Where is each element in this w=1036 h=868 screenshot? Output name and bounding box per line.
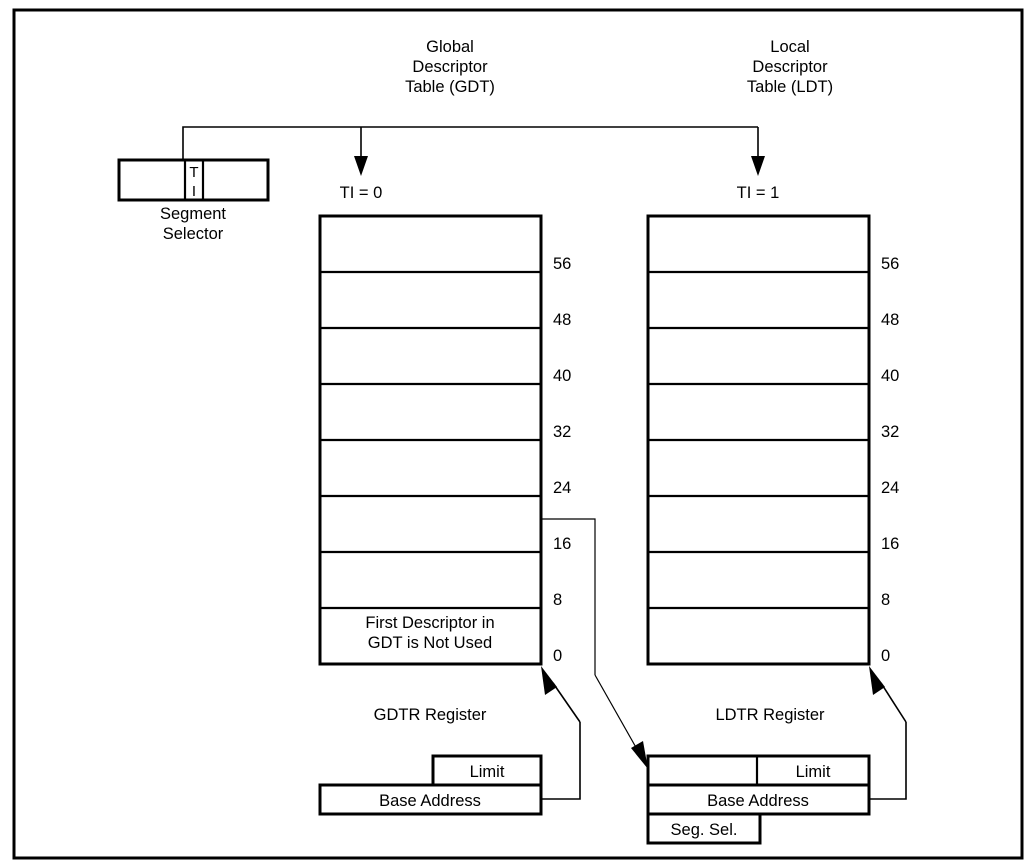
segment-selector-caption-line-2: Selector bbox=[163, 225, 224, 243]
gdt-entry-to-ldtr-connector bbox=[541, 518, 648, 769]
gdtr-base-box[interactable] bbox=[318, 783, 543, 816]
gdtr-base-to-gdt-connector bbox=[541, 666, 581, 800]
gdt-offset-24: 24 bbox=[553, 479, 571, 497]
gdt-title-line-1: Global bbox=[426, 38, 474, 56]
ldtr-limit-label: Limit bbox=[796, 763, 831, 781]
selector-ti-bit-t: T bbox=[189, 164, 198, 181]
gdtr-limit-label: Limit bbox=[470, 763, 505, 781]
gdt-title-line-2: Descriptor bbox=[412, 58, 488, 76]
ldt-offset-48: 48 bbox=[881, 311, 899, 329]
ldt-title: Local Descriptor Table (LDT) bbox=[747, 38, 833, 96]
arrowhead-ti1 bbox=[751, 156, 765, 176]
ldtr-base-to-ldt-connector bbox=[869, 666, 907, 800]
ldt-title-line-2: Descriptor bbox=[752, 58, 828, 76]
ldtr-segsel-box[interactable] bbox=[646, 812, 762, 845]
ldtr-register[interactable]: Limit Base Address Seg. Sel. bbox=[646, 754, 871, 845]
gdtr-limit-box[interactable] bbox=[431, 754, 543, 787]
arrowhead-to-ldtr bbox=[631, 741, 648, 769]
gdt-offset-8: 8 bbox=[553, 591, 562, 609]
ldt-offset-32: 32 bbox=[881, 423, 899, 441]
ldt-title-line-3: Table (LDT) bbox=[747, 78, 833, 96]
gdt-offset-48: 48 bbox=[553, 311, 571, 329]
ldt-table[interactable] bbox=[646, 214, 871, 666]
gdt-title-line-3: Table (GDT) bbox=[405, 78, 495, 96]
ldt-offset-0: 0 bbox=[881, 647, 890, 665]
ldtr-segsel-label: Seg. Sel. bbox=[671, 821, 738, 839]
gdt-offset-56: 56 bbox=[553, 255, 571, 273]
ldt-offset-labels: 56 48 40 32 24 16 8 0 bbox=[881, 255, 899, 665]
arrowhead-ti0 bbox=[354, 156, 368, 176]
ldt-title-line-1: Local bbox=[770, 38, 809, 56]
gdt-title: Global Descriptor Table (GDT) bbox=[405, 38, 495, 96]
segment-selector-caption-line-1: Segment bbox=[160, 205, 226, 223]
gdt-first-entry-note-line-2: GDT is Not Used bbox=[368, 634, 492, 652]
figure-border bbox=[12, 8, 1024, 860]
ti-gdt-label: TI = 0 bbox=[340, 184, 383, 202]
ldt-offset-24: 24 bbox=[881, 479, 899, 497]
arrowhead-to-gdt bbox=[541, 666, 557, 695]
gdtr-base-label: Base Address bbox=[379, 792, 481, 810]
selector-ti-bit-i: I bbox=[192, 183, 196, 200]
gdt-offset-16: 16 bbox=[553, 535, 571, 553]
ti-branch-connector bbox=[182, 126, 765, 176]
gdt-first-entry-note-line-1: First Descriptor in bbox=[365, 614, 494, 632]
gdt-table[interactable]: First Descriptor in GDT is Not Used bbox=[318, 214, 543, 666]
ldt-offset-8: 8 bbox=[881, 591, 890, 609]
ti-ldt-label: TI = 1 bbox=[737, 184, 780, 202]
gdt-offset-32: 32 bbox=[553, 423, 571, 441]
gdt-offset-40: 40 bbox=[553, 367, 571, 385]
ldtr-base-label: Base Address bbox=[707, 792, 809, 810]
gdt-offset-0: 0 bbox=[553, 647, 562, 665]
ldt-offset-16: 16 bbox=[881, 535, 899, 553]
gdtr-register[interactable]: Limit Base Address bbox=[318, 754, 543, 816]
segment-selector[interactable]: T I bbox=[117, 158, 270, 202]
arrowhead-to-ldt bbox=[869, 666, 885, 695]
ldt-offset-56: 56 bbox=[881, 255, 899, 273]
gdt-offset-labels: 56 48 40 32 24 16 8 0 bbox=[553, 255, 571, 665]
gdtr-caption: GDTR Register bbox=[374, 706, 487, 724]
ldt-offset-40: 40 bbox=[881, 367, 899, 385]
ldtr-limit-row[interactable] bbox=[646, 754, 871, 787]
ldtr-caption: LDTR Register bbox=[715, 706, 825, 724]
